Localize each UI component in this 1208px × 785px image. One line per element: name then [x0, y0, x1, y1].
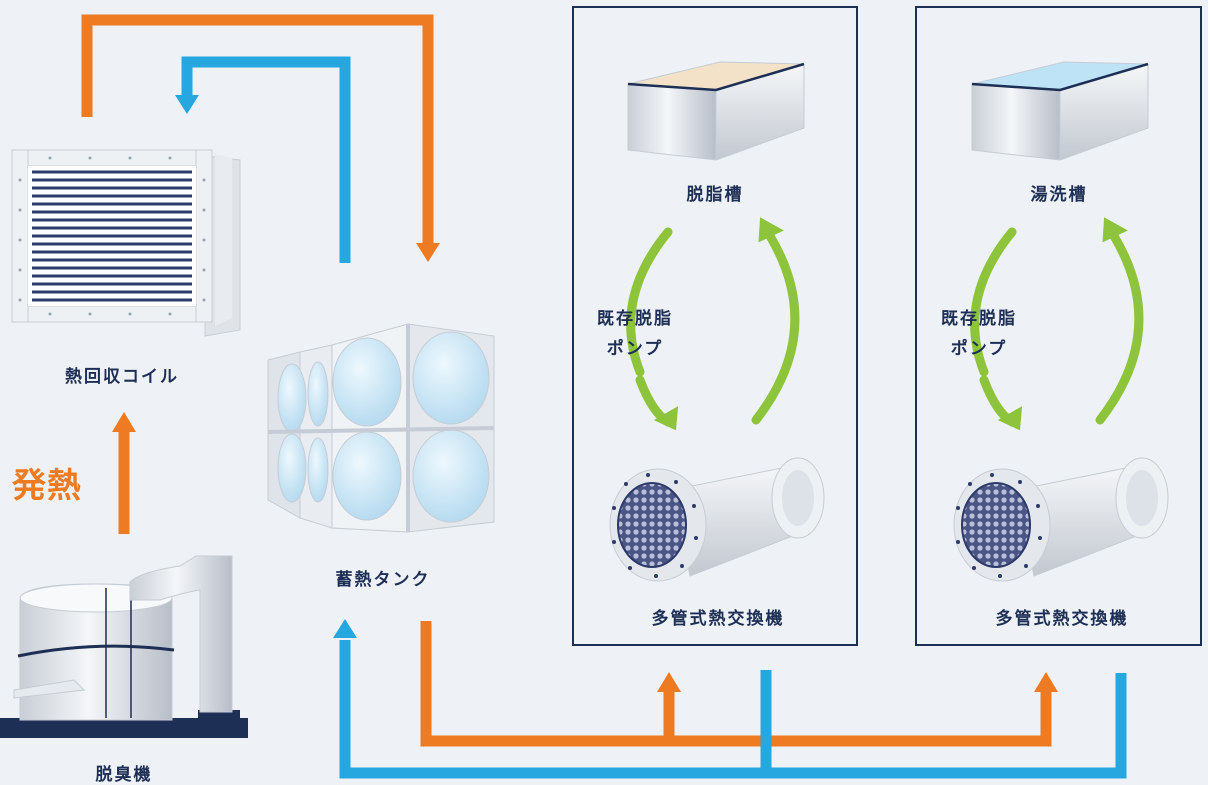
storage-tank-label: 蓄熱タンク — [335, 570, 431, 590]
circulation-arrowhead-2b — [1102, 217, 1128, 243]
cold-return-pipe — [339, 640, 1127, 779]
pump-label-line2: ポンプ — [606, 339, 664, 359]
heat-exchanger-illustration-1 — [609, 457, 825, 582]
heat-exchanger-label-1: 多管式熱交換機 — [651, 609, 785, 629]
degreasing-process-box — [572, 6, 858, 646]
heat-exchanger-label-2: 多管式熱交換機 — [995, 609, 1129, 629]
deodorizer-illustration — [0, 555, 248, 738]
degreasing-tank-label: 脱脂槽 — [686, 185, 744, 205]
heat-up-arrowhead — [112, 412, 136, 432]
hot-pipe-arrowhead-down — [416, 243, 440, 262]
hot-supply-arrowhead-1 — [657, 672, 681, 692]
circulation-arrowhead-1b — [758, 217, 784, 243]
degreasing-tank-illustration — [627, 61, 805, 161]
hot-wash-process-box — [915, 6, 1202, 646]
storage-tank-illustration — [267, 323, 495, 533]
hot-supply-arrowhead-2 — [1034, 672, 1058, 692]
hot-pipe-coil-to-tank — [81, 14, 434, 245]
heat-recovery-coil-illustration — [11, 149, 241, 337]
pump-label-line1: 既存脱脂 — [941, 309, 1017, 329]
heat-recovery-coil-label: 熱回収コイル — [65, 367, 179, 387]
hot-supply-pipe — [420, 621, 1052, 747]
cold-pipe-arrowhead-down — [175, 95, 199, 114]
circulation-arrowhead-1a — [653, 406, 679, 431]
hot-wash-tank-illustration — [971, 61, 1149, 161]
hot-wash-tank-label: 湯洗槽 — [1030, 185, 1088, 205]
cold-pipe-tank-to-coil — [181, 56, 351, 263]
cold-return-arrowhead-up — [333, 619, 357, 638]
pump-label-line2: ポンプ — [950, 339, 1008, 359]
pump-label-line1: 既存脱脂 — [597, 309, 673, 329]
circulation-arrowhead-2a — [997, 406, 1023, 431]
deodorizer-label: 脱臭機 — [95, 765, 153, 785]
heat-generation-label: 発熱 — [12, 466, 82, 506]
heat-exchanger-illustration-2 — [953, 457, 1169, 582]
existing-pump-label-2: 既存脱脂 ポンプ — [924, 304, 1034, 364]
existing-pump-label-1: 既存脱脂 ポンプ — [580, 304, 690, 364]
